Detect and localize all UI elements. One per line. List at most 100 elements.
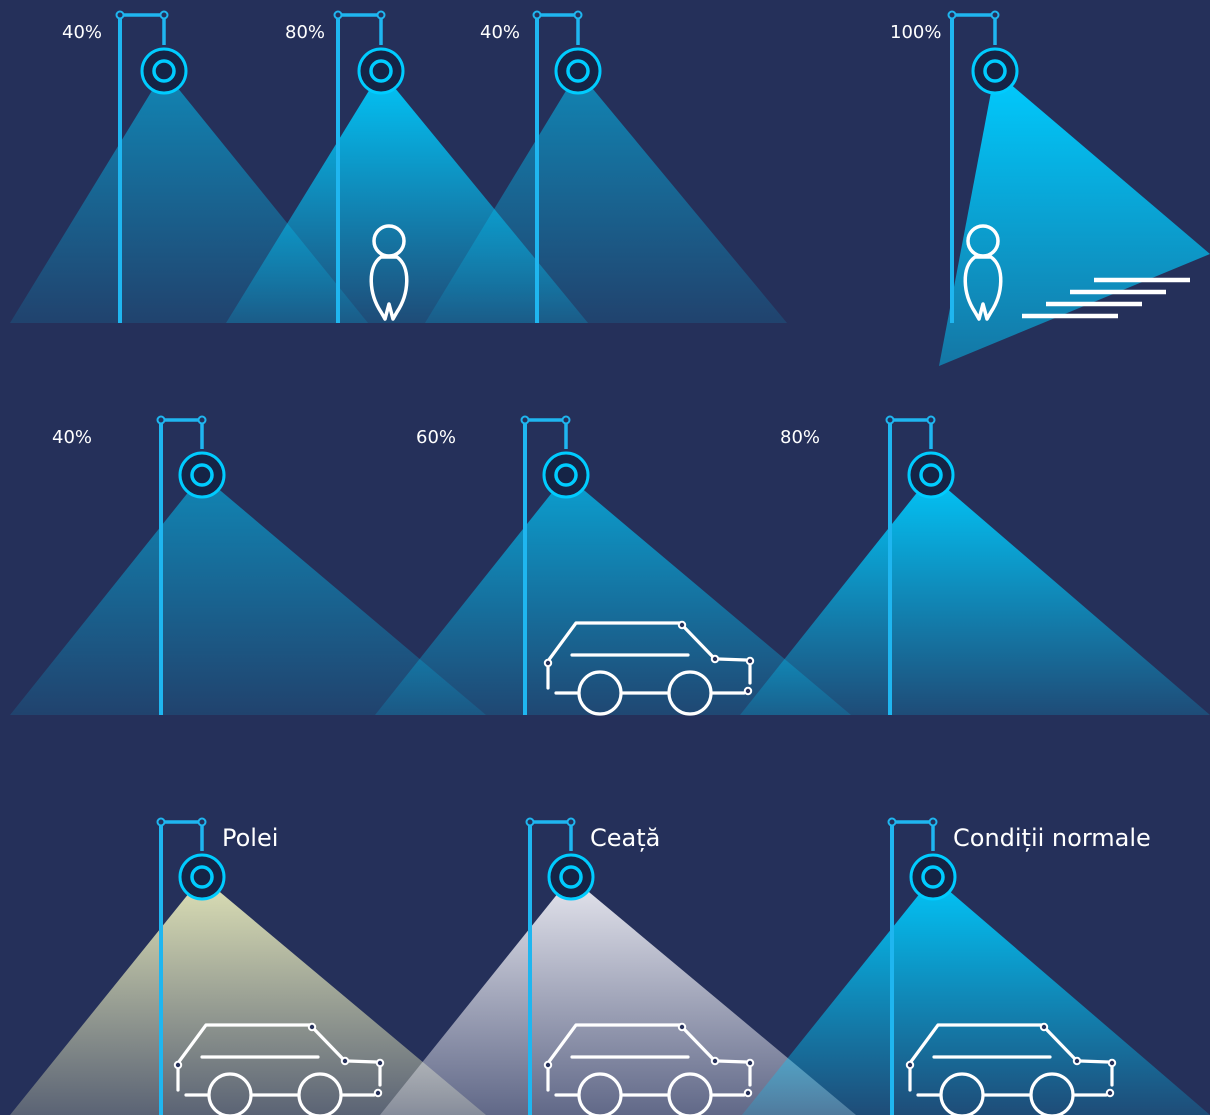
street-lamp	[115, 10, 188, 323]
car-wheel-rear	[297, 1072, 343, 1115]
car-wheel-front	[939, 1072, 985, 1115]
street-lamp	[156, 817, 226, 1115]
car-side-lines	[908, 1065, 1114, 1092]
arm-joint	[197, 415, 207, 425]
light-beam	[10, 475, 486, 715]
car-hood-line	[716, 657, 748, 662]
car-node	[743, 1088, 753, 1098]
car-icon	[905, 1022, 1117, 1115]
street-lamp	[520, 415, 590, 715]
car-icon	[543, 1022, 755, 1115]
lamp-head	[178, 451, 226, 499]
car-side-lines	[176, 1065, 382, 1092]
lamp-label: 100%	[890, 22, 941, 43]
lamp-poles	[115, 10, 1019, 1115]
light-beam	[10, 877, 486, 1115]
lamp-bulb-icon	[369, 59, 393, 83]
car-wheel-rear	[1029, 1072, 1075, 1115]
car-node	[745, 656, 755, 666]
lamp-head	[542, 451, 590, 499]
light-beam	[375, 475, 851, 715]
lamp-label: Polei	[222, 824, 278, 852]
car-wheel-rear	[667, 1072, 713, 1115]
arm-joint	[159, 10, 169, 20]
lamp-head	[554, 47, 602, 95]
car-windshield-line	[1044, 1027, 1077, 1061]
arm-joint	[573, 10, 583, 20]
car-node	[1072, 1056, 1082, 1066]
car-node	[1107, 1058, 1117, 1068]
arm-joint	[561, 415, 571, 425]
light-beam	[380, 877, 856, 1115]
car-node	[543, 658, 553, 668]
arm-joint	[532, 10, 542, 20]
lamp-label: 40%	[480, 22, 520, 43]
car-node	[375, 1058, 385, 1068]
car-node	[1039, 1022, 1049, 1032]
car-node	[373, 1088, 383, 1098]
car-wheel-front	[577, 670, 623, 716]
car-node	[743, 686, 753, 696]
lamp-head	[547, 853, 595, 901]
lamp-bulb-icon	[152, 59, 176, 83]
street-lamp	[887, 817, 957, 1115]
lamp-label: 40%	[52, 427, 92, 448]
arm-joint	[156, 817, 166, 827]
car-node	[710, 654, 720, 664]
light-beam	[742, 877, 1210, 1115]
lamp-label: 80%	[780, 427, 820, 448]
arm-joint	[928, 817, 938, 827]
lamp-bulb-icon	[559, 865, 583, 889]
lamp-head	[909, 853, 957, 901]
light-beam	[425, 71, 787, 323]
arm-joint	[333, 10, 343, 20]
car-side-lines	[546, 663, 752, 690]
lamp-bulb-icon	[919, 463, 943, 487]
car-side-lines	[546, 1065, 752, 1092]
car-icon	[173, 1022, 385, 1115]
car-node	[173, 1060, 183, 1070]
arm-joint	[887, 817, 897, 827]
street-lamp	[333, 10, 405, 323]
lamp-bulb-icon	[983, 59, 1007, 83]
car-node	[710, 1056, 720, 1066]
street-lamp	[532, 10, 602, 323]
car-node	[340, 1056, 350, 1066]
street-lamp	[885, 415, 955, 715]
pedestrian-crossing-icon	[963, 224, 1190, 321]
light-beam	[740, 475, 1210, 715]
lamp-label: 80%	[285, 22, 325, 43]
car-wheel-rear	[667, 670, 713, 716]
arm-joint	[115, 10, 125, 20]
lamp-head	[140, 47, 188, 95]
car-wheel-front	[577, 1072, 623, 1115]
arm-joint	[990, 10, 1000, 20]
car-node	[745, 1058, 755, 1068]
lamp-bulb-icon	[190, 463, 214, 487]
lamp-head	[178, 853, 226, 901]
car-node	[905, 1060, 915, 1070]
arm-joint	[156, 415, 166, 425]
car-node	[677, 1022, 687, 1032]
car-wheel-front	[207, 1072, 253, 1115]
lamp-head	[907, 451, 955, 499]
lamp-bulb-icon	[190, 865, 214, 889]
light-beam	[939, 71, 1210, 366]
pedestrian-icon	[369, 224, 409, 321]
car-windshield-line	[682, 1027, 715, 1061]
arm-joint	[197, 817, 207, 827]
street-lamp	[947, 10, 1019, 323]
car-roof-line	[546, 1023, 682, 1065]
lamp-label: Ceață	[590, 824, 660, 852]
lamp-bulb-icon	[921, 865, 945, 889]
arm-joint	[566, 817, 576, 827]
car-node	[677, 620, 687, 630]
pedestrian-body	[369, 255, 409, 321]
arm-joint	[926, 415, 936, 425]
arm-joint	[885, 415, 895, 425]
car-icon	[543, 620, 755, 716]
lamp-label: 60%	[416, 427, 456, 448]
car-hood-line	[716, 1059, 748, 1064]
